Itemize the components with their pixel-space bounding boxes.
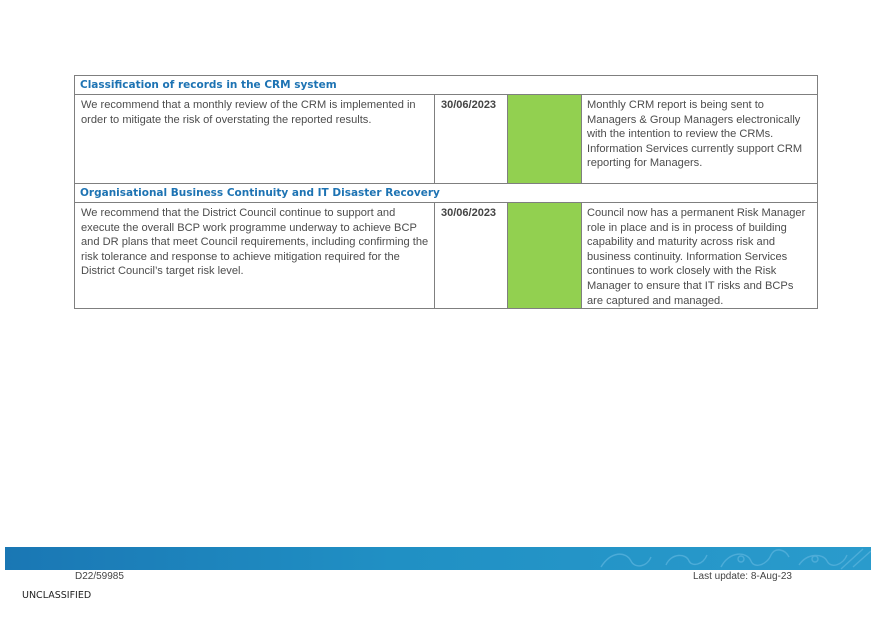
table-row: We recommend that the District Council c… — [74, 201, 819, 310]
management-comment-cell: Council now has a permanent Risk Manager… — [580, 201, 819, 310]
footer-pattern-icon — [600, 548, 871, 570]
recommendations-table: Classification of records in the CRM sys… — [73, 75, 819, 310]
management-comment-cell: Monthly CRM report is being sent to Mana… — [580, 94, 819, 184]
status-indicator-cell — [507, 201, 582, 310]
footer-band — [5, 547, 871, 570]
classification-label: UNCLASSIFIED — [22, 590, 92, 601]
section-heading: Classification of records in the CRM sys… — [73, 75, 819, 95]
status-indicator-cell — [507, 94, 582, 184]
section-heading: Organisational Business Continuity and I… — [73, 183, 819, 203]
due-date-cell: 30/06/2023 — [434, 94, 508, 184]
recommendation-cell: We recommend that a monthly review of th… — [74, 94, 435, 184]
section-heading-row: Organisational Business Continuity and I… — [73, 183, 819, 203]
section-heading-row: Classification of records in the CRM sys… — [73, 75, 819, 95]
table-row: We recommend that a monthly review of th… — [74, 94, 819, 184]
last-update-text: Last update: 8-Aug-23 — [693, 571, 792, 582]
recommendation-cell: We recommend that the District Council c… — [74, 201, 435, 310]
due-date-cell: 30/06/2023 — [434, 201, 508, 310]
document-id: D22/59985 — [75, 571, 124, 582]
